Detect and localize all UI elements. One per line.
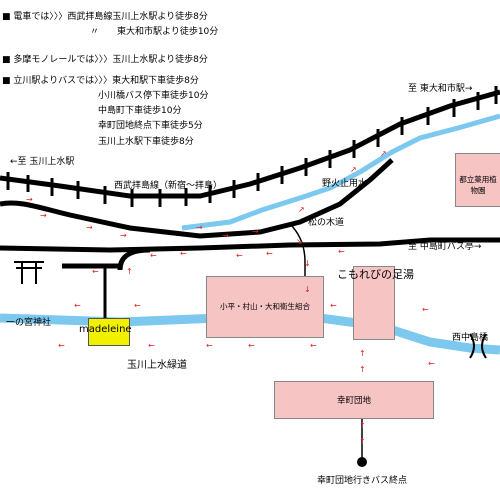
route-arrow: ← [58,341,65,350]
route-arrow: ← [134,301,141,310]
building-kumiai-label: 小平・村山・大和衛生組合 [220,302,310,311]
route-arrow: ↑ [359,437,366,446]
building-kumiai: 小平・村山・大和衛生組合 [206,276,324,338]
direction-line: ■ 立川駅よりバスでは〉〉〉東大和駅下車徒歩8分 [2,76,199,86]
route-arrow: ← [150,251,157,260]
route-arrow: → [222,231,229,240]
label-seibu-line: 西武拝島線（新宿〜拝島） [114,181,223,191]
direction-line: 幸町団地終点下車徒歩5分 [98,121,203,131]
seibu-railway [0,89,500,199]
road-to-madeleine [117,247,151,271]
route-arrow: ← [338,247,345,256]
route-arrow: ← [266,249,273,258]
route-arrow: → [26,195,33,204]
building-komorebi [353,266,395,340]
bus-stop-marker [357,457,367,467]
route-arrow: → [196,223,203,232]
direction-line: ■ 多摩モノレールでは〉〉〉玉川上水駅より徒歩8分 [2,55,208,65]
label-nishinakajima: 西中島橋 [452,333,489,343]
route-arrow: → [40,211,47,220]
route-arrow: ← [74,301,81,310]
route-arrow: ↓ [304,285,311,294]
route-arrow: ← [180,249,187,258]
route-arrow: ← [236,251,243,260]
label-matsunoki: 松の木道 [308,218,345,228]
direction-line: 中島町下車徒歩10分 [98,106,182,116]
nobidome-canal [181,113,500,231]
building-yakuyou-label: 都立薬用植物園 [459,175,497,195]
railway-ties [6,86,498,207]
route-arrow: ← [248,341,255,350]
route-arrow: ← [330,301,337,310]
tamagawa-canal [0,313,500,355]
route-arrow: ↑ [359,421,366,430]
direction-line: 〃 東大和市駅より徒歩10分 [90,27,219,37]
label-tamagawa-ryokudo: 玉川上水緑道 [127,360,187,371]
torii-icon [14,261,44,284]
route-arrow: ↘ [296,237,303,246]
route-arrow: ← [148,341,155,350]
route-arrow: ↗ [380,149,387,158]
route-arrow: ← [206,341,213,350]
direction-line: 玉川上水駅下車徒歩8分 [98,137,194,147]
route-arrow: ← [92,267,99,276]
label-to-higashiyamato: 至 東大和市駅→ [408,84,473,94]
direction-line: 小川橋バス停下車徒歩10分 [98,91,209,101]
route-arrow: ↗ [298,205,305,214]
building-saiwai-label: 幸町団地 [336,396,371,406]
route-arrow: ↑ [126,267,133,276]
label-madeleine: madeleine [79,324,132,335]
route-arrow: ← [428,359,435,368]
route-arrow: → [86,223,93,232]
route-arrow: ← [422,305,429,314]
route-arrow: → [252,227,259,236]
building-saiwai: 幸町団地 [274,381,434,419]
route-arrow: ↓ [304,259,311,268]
road-matsunoki [0,237,500,253]
road-matsunoki-branch [289,223,306,300]
route-arrow: ↑ [359,349,366,358]
label-ichinomiya: 一の宮神社 [6,318,52,328]
label-bus-terminal: 幸町団地行きバス終点 [317,476,408,486]
nishinakajima-bridge [469,333,487,359]
building-yakuyou: 都立薬用植物園 [455,153,500,207]
route-arrow: → [120,231,127,240]
route-arrow: ↑ [359,365,366,374]
direction-line: ■ 電車では〉〉〉西武拝島線玉川上水駅より徒歩8分 [2,12,208,22]
label-to-tamagawa: ←至 玉川上水駅 [10,157,75,167]
route-arrow: ← [310,341,317,350]
madeleine-shop[interactable] [88,318,130,346]
label-komorebi: こもれびの足湯 [337,268,414,281]
label-to-nakajima-bus: 至 中島町バス亭→ [408,242,482,252]
road-left-curve [0,158,394,239]
route-arrow: ↗ [350,165,357,174]
label-nobidome: 野火止用水 [322,179,368,189]
